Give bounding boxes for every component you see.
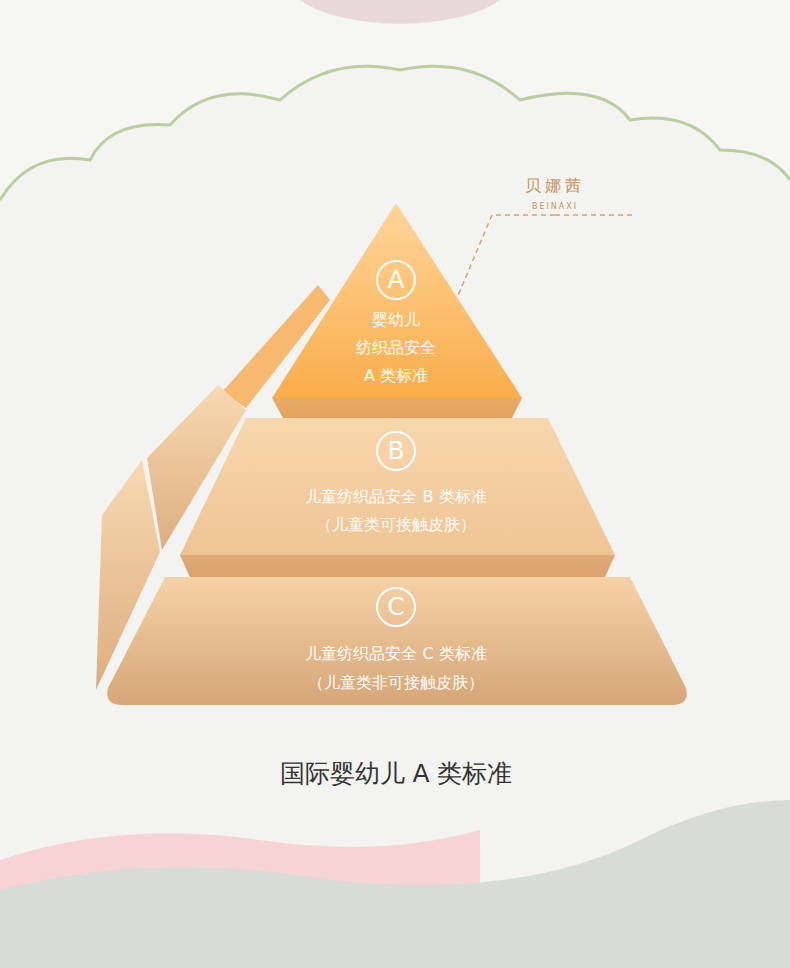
pyramid-tier: B 儿童纺织品安全 B 类标准（儿童类可接触皮肤） <box>175 415 620 580</box>
tier-text: （儿童类非可接触皮肤） <box>196 669 596 697</box>
circled-letter: A <box>376 260 416 300</box>
brand-latin: BEINAXI <box>532 202 578 211</box>
tier-text: 婴幼儿 纺织品安全 A 类标准 <box>350 306 442 390</box>
tier-text: （儿童类可接触皮肤） <box>196 511 596 539</box>
pyramid-tier: C 儿童纺织品安全 C 类标准（儿童类非可接触皮肤） <box>100 575 692 710</box>
tier-text: 儿童纺织品安全 C 类标准 <box>196 640 596 668</box>
pyramid-tier: A 婴幼儿 纺织品安全 A 类标准 <box>260 195 535 423</box>
caption: 国际婴幼儿 A 类标准 <box>280 757 513 790</box>
tier-text: 儿童纺织品安全 B 类标准 <box>196 483 596 511</box>
tier-shape <box>260 195 535 423</box>
circled-letter: B <box>376 431 416 471</box>
brand-name: 贝娜茜 <box>525 176 585 197</box>
circled-letter: C <box>376 587 416 627</box>
